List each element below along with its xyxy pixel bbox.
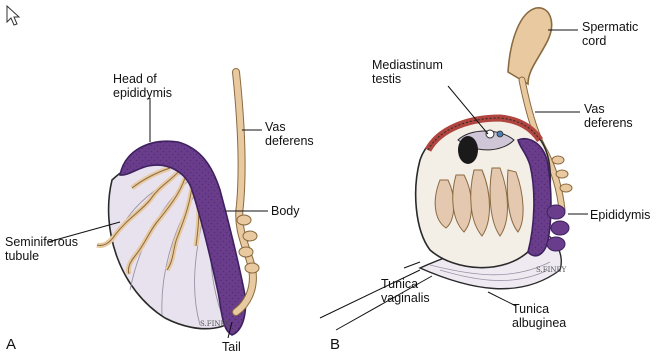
- label-head-line1: Head of: [113, 72, 172, 86]
- label-vas-deferens-a: Vas deferens: [265, 120, 314, 148]
- label-tail: Tail: [222, 340, 241, 354]
- label-vas-a-line1: Vas: [265, 120, 314, 134]
- label-medi-line2: testis: [372, 72, 443, 86]
- panel-a-illustration: S.FINEY: [48, 72, 268, 338]
- panel-letter-b: B: [330, 336, 340, 353]
- panel-letter-a: A: [6, 336, 16, 353]
- label-epididymis: Epididymis: [590, 208, 650, 222]
- panel-b-illustration: S.FINEY: [320, 8, 588, 330]
- label-head-of-epididymis: Head of epididymis: [113, 72, 172, 100]
- spermatic-cord: [508, 8, 552, 84]
- label-cord-line1: Spermatic: [582, 20, 638, 34]
- label-vas-deferens-b: Vas deferens: [584, 102, 633, 130]
- label-vag-line1: Tunica: [381, 277, 430, 291]
- artist-signature-b: S.FINEY: [536, 266, 567, 274]
- label-head-line2: epididymis: [113, 86, 172, 100]
- label-tunica-vaginalis: Tunica vaginalis: [381, 277, 430, 305]
- label-spermatic-cord: Spermatic cord: [582, 20, 638, 48]
- label-medi-line1: Mediastinum: [372, 58, 443, 72]
- label-vas-b-line1: Vas: [584, 102, 633, 116]
- label-vag-line2: vaginalis: [381, 291, 430, 305]
- mouse-cursor-icon: [7, 6, 19, 25]
- artist-signature-a: S.FINEY: [200, 320, 231, 328]
- label-vas-b-line2: deferens: [584, 116, 633, 130]
- label-cord-line2: cord: [582, 34, 638, 48]
- label-vas-a-line2: deferens: [265, 134, 314, 148]
- label-body: Body: [271, 204, 300, 218]
- label-semi-line1: Seminiferous: [5, 235, 78, 249]
- label-alb-line2: albuginea: [512, 316, 566, 330]
- label-semi-line2: tubule: [5, 249, 78, 263]
- label-seminiferous-tubule: Seminiferous tubule: [5, 235, 78, 263]
- label-mediastinum-testis: Mediastinum testis: [372, 58, 443, 86]
- label-alb-line1: Tunica: [512, 302, 566, 316]
- label-tunica-albuginea: Tunica albuginea: [512, 302, 566, 330]
